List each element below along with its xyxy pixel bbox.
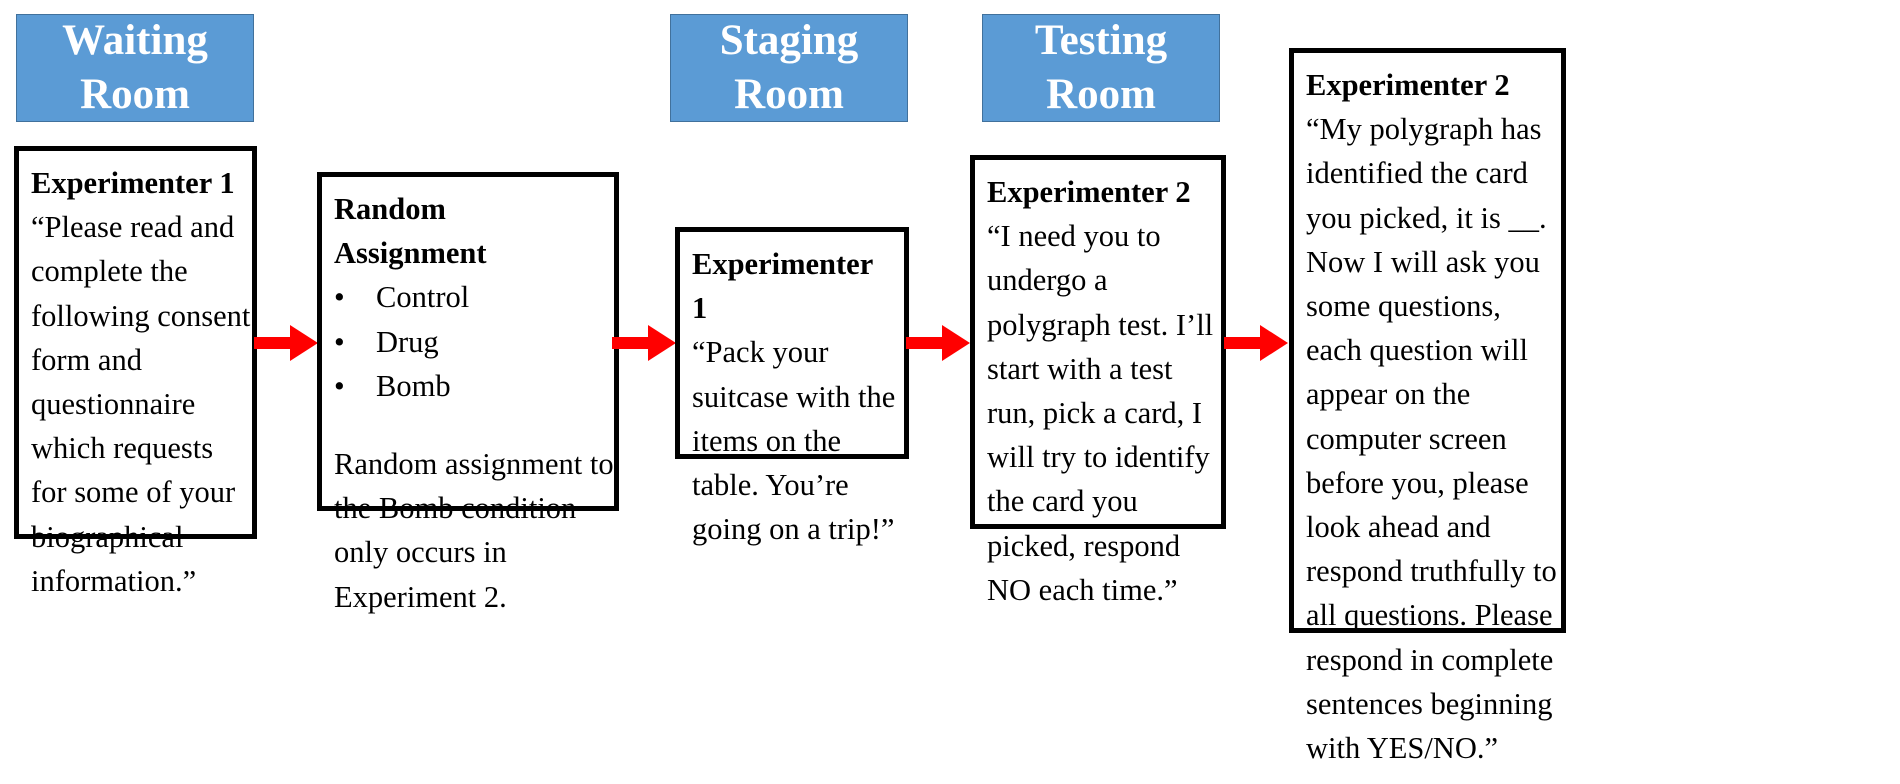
arrow-right-icon (254, 325, 318, 361)
quote-line: “I need you to (987, 219, 1161, 254)
waiting-room-header: Waiting Room (16, 14, 254, 122)
note-line: only occurs in (334, 535, 507, 570)
quote-line: items on the (692, 423, 842, 458)
quote-line: form and (31, 342, 142, 377)
waiting-room-label-line1: Waiting (62, 17, 208, 64)
quote-line: appear on the (1306, 377, 1471, 412)
quote-line: the card you (987, 484, 1138, 519)
quote-line: table. You’re (692, 468, 849, 503)
quote-line: following consent (31, 298, 251, 333)
quote-line: respond truthfully to (1306, 554, 1557, 589)
random-assignment-box: Random Assignment • Control • Drug • Bomb R… (317, 172, 619, 614)
arrow-right-icon (1224, 325, 1288, 361)
quote-line: for some of your (31, 475, 236, 510)
condition-item-control: • Control (334, 275, 604, 319)
condition-label: Bomb (376, 368, 451, 403)
quote-line: sentences beginning (1306, 686, 1553, 721)
quote-line: picked, respond (987, 528, 1181, 563)
quote-line: “My polygraph has (1306, 112, 1542, 147)
quote-line: complete the (31, 254, 188, 289)
testing-room-label-line2: Room (1046, 71, 1156, 118)
quote-line: suitcase with the (692, 379, 896, 414)
quote-line: look ahead and (1306, 510, 1491, 545)
condition-item-bomb: • Bomb (334, 364, 604, 408)
quote-line: Now I will ask you (1306, 244, 1540, 279)
staging-experimenter1-box: Experimenter 1 “Pack your suitcase with … (675, 227, 909, 546)
box-title: Experimenter 1 (31, 166, 235, 200)
waiting-room-label-line2: Room (80, 71, 190, 118)
condition-list: • Control • Drug • Bomb (334, 275, 604, 408)
quote-line: some questions, (1306, 289, 1501, 324)
staging-room-label-line2: Room (734, 71, 844, 118)
box-title: Experimenter 2 (1306, 68, 1510, 102)
quote-line: computer screen (1306, 421, 1507, 456)
quote-line: NO each time.” (987, 572, 1178, 607)
testing-room-header: Testing Room (982, 14, 1220, 122)
quote-line: information.” (31, 563, 197, 598)
condition-item-drug: • Drug (334, 320, 604, 364)
testing-experimenter2-box: Experimenter 2 “I need you to undergo a … (970, 155, 1226, 607)
bullet-icon: • (334, 324, 345, 359)
box-title: Experimenter 2 (987, 175, 1191, 209)
quote-line: polygraph test. I’ll (987, 307, 1214, 342)
condition-label: Control (376, 280, 470, 315)
note-line: Random assignment to (334, 447, 614, 482)
final-experimenter2-box: Experimenter 2 “My polygraph has identif… (1289, 48, 1566, 765)
quote-line: “Please read and (31, 210, 235, 245)
quote-line: run, pick a card, I (987, 396, 1203, 431)
note-line: the Bomb condition (334, 491, 577, 526)
quote-line: with YES/NO.” (1306, 731, 1499, 766)
quote-line: which requests (31, 431, 214, 466)
quote-line: going on a trip!” (692, 512, 895, 547)
testing-room-label-line1: Testing (1034, 17, 1168, 64)
quote-line: you picked, it is __. (1306, 200, 1547, 235)
quote-line: “Pack your (692, 335, 829, 370)
waiting-experimenter1-box: Experimenter 1 “Please read and complete… (14, 146, 257, 598)
condition-label: Drug (376, 324, 439, 359)
bullet-icon: • (334, 280, 345, 315)
staging-room-header: Staging Room (670, 14, 908, 122)
box-title: Experimenter 1 (692, 247, 873, 326)
quote-line: biographical (31, 519, 184, 554)
bullet-icon: • (334, 368, 345, 403)
arrow-right-icon (906, 325, 970, 361)
box-title: Random Assignment (334, 192, 487, 271)
quote-line: identified the card (1306, 156, 1528, 191)
quote-line: start with a test (987, 351, 1173, 386)
quote-line: all questions. Please (1306, 598, 1553, 633)
arrow-right-icon (612, 325, 676, 361)
quote-line: will try to identify (987, 440, 1210, 475)
note-line: Experiment 2. (334, 579, 507, 614)
quote-line: each question will (1306, 333, 1528, 368)
staging-room-label-line1: Staging (719, 17, 859, 64)
spacer (334, 408, 604, 442)
quote-line: questionnaire (31, 387, 196, 422)
quote-line: undergo a (987, 263, 1108, 298)
quote-line: respond in complete (1306, 642, 1554, 677)
quote-line: before you, please (1306, 465, 1529, 500)
